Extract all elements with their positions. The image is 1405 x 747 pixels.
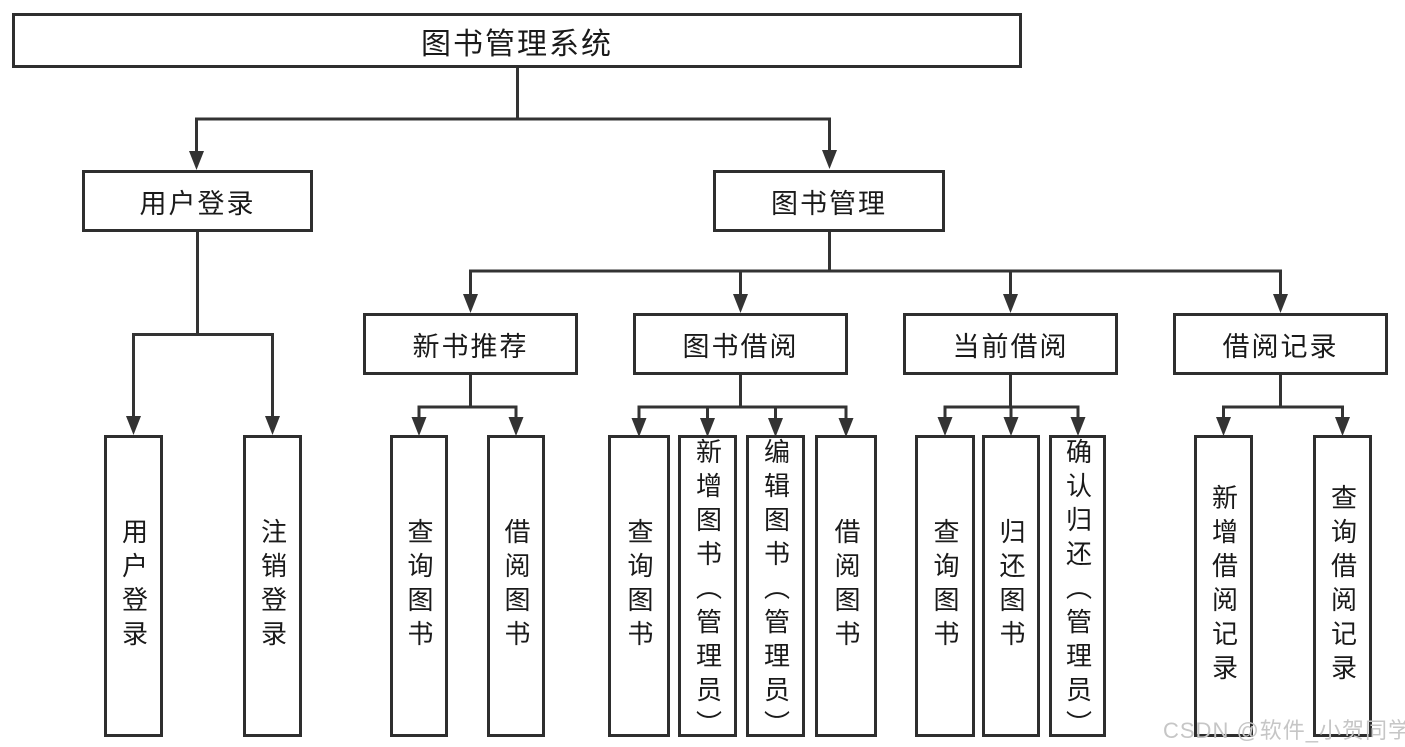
node-library-system: 图书管理系统	[12, 13, 1022, 68]
node-borrowing-records: 借阅记录	[1173, 313, 1388, 375]
leaf-label: 新增借阅记录	[1208, 484, 1239, 688]
connector-book-borrow	[637, 374, 848, 419]
leaf-borrow-books: 借阅图书	[815, 435, 877, 737]
leaf-borrow-books-rec: 借阅图书	[487, 435, 545, 737]
connector-book-mgmt	[469, 231, 1282, 296]
node-label: 图书管理	[771, 188, 887, 219]
leaf-label: 借阅图书	[831, 518, 861, 654]
node-label: 图书借阅	[682, 331, 799, 362]
node-label: 当前借阅	[952, 331, 1069, 362]
leaf-label: 查询图书	[624, 518, 654, 654]
leaf-label: 编辑图书（管理员）	[760, 438, 791, 744]
leaf-label: 归还图书	[996, 518, 1026, 654]
node-user-login: 用户登录	[82, 170, 313, 232]
leaf-query-borrow-record: 查询借阅记录	[1313, 435, 1372, 737]
leaf-label: 用户登录	[118, 518, 149, 654]
leaf-query-books-current: 查询图书	[915, 435, 975, 737]
node-book-borrowing: 图书借阅	[633, 313, 848, 375]
leaf-label: 借阅图书	[501, 518, 531, 654]
node-label: 图书管理系统	[421, 27, 613, 61]
leaf-add-borrow-record: 新增借阅记录	[1194, 435, 1253, 737]
connector-borrow-records	[1222, 374, 1344, 419]
connector-user-login	[132, 231, 274, 417]
leaf-label: 查询图书	[930, 518, 960, 654]
node-label: 借阅记录	[1222, 331, 1339, 362]
leaf-label: 查询借阅记录	[1327, 484, 1358, 688]
csdn-watermark: CSDN @软件_小贺同学	[1163, 718, 1405, 743]
node-new-book-recommend: 新书推荐	[363, 313, 578, 375]
node-label: 新书推荐	[412, 331, 529, 362]
leaf-query-books-borrow: 查询图书	[608, 435, 670, 737]
leaf-confirm-return-admin: 确认归还（管理员）	[1049, 435, 1106, 744]
leaf-label: 确认归还（管理员）	[1062, 438, 1093, 744]
leaf-query-books-rec: 查询图书	[390, 435, 448, 737]
leaf-add-books-admin: 新增图书（管理员）	[678, 435, 737, 744]
leaf-label: 注销登录	[257, 518, 288, 654]
leaf-label: 新增图书（管理员）	[692, 438, 723, 744]
leaf-label: 查询图书	[404, 518, 434, 654]
leaf-logout: 注销登录	[243, 435, 302, 737]
connector-root	[195, 66, 831, 152]
node-book-management: 图书管理	[713, 170, 945, 232]
leaf-user-login: 用户登录	[104, 435, 163, 737]
node-current-borrowing: 当前借阅	[903, 313, 1118, 375]
connector-current-borrow	[943, 374, 1080, 419]
connector-new-book-rec	[417, 374, 518, 419]
leaf-edit-books-admin: 编辑图书（管理员）	[746, 435, 805, 744]
node-label: 用户登录	[139, 188, 256, 219]
leaf-return-books: 归还图书	[982, 435, 1040, 737]
